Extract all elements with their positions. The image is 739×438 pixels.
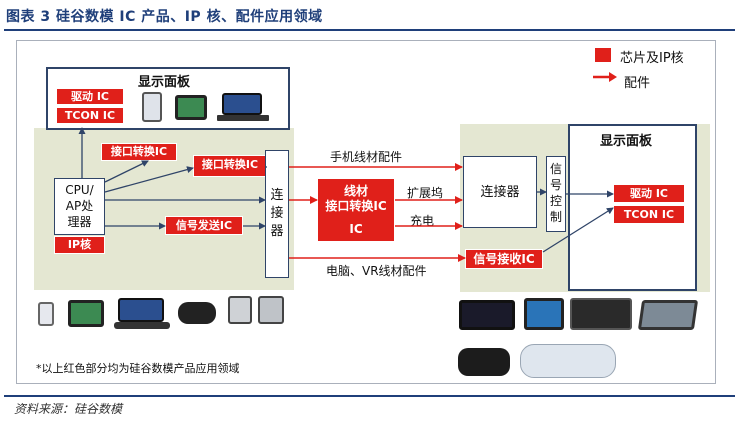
arrow-cpu-to-iface1b [104,160,149,183]
source-note: 资料来源：硅谷数模 [14,402,123,416]
camera-icon [258,296,284,324]
right-driver-ic-chip: 驱动 IC [613,184,685,203]
right-tcon-ic-chip: TCON IC [613,205,685,224]
interface-converter-ic-1: 接口转换IC [101,143,177,161]
phone-icon [142,92,162,122]
vr-headset-icon [458,348,510,376]
cpu-ap-processor: CPU/ AP处 理器 [54,178,105,235]
legend-arrow-icon [593,72,617,82]
right-connector: 连接器 [463,156,537,228]
monitor-icon [459,300,515,330]
dock-label: 扩展坞 [407,186,444,200]
cable-conv-extra: IC [349,222,363,236]
interface-converter-ic-2: 接口转换IC [193,155,267,177]
car-icon [520,344,616,378]
pc-vr-cable-label: 电脑、VR线材配件 [326,264,427,278]
laptop-base-icon [114,322,170,329]
legend-chip-swatch [595,48,611,62]
camera-icon [228,296,252,324]
arrow-rx-to-tcon [542,207,614,253]
legend-accessory-label: 配件 [624,76,651,91]
tv-icon [570,298,632,330]
signal-transmitter-ic: 信号发送IC [165,216,243,235]
title-divider [4,29,735,31]
laptop-icon [118,298,164,322]
tablet-icon [175,95,207,120]
cable-conv-line2: 接口转换IC [325,199,387,213]
cable-interface-converter-ic: 线材 接口转换IC IC [317,178,395,242]
legend-chip-label: 芯片及IP核 [620,51,684,66]
left-driver-ic-chip: 驱动 IC [56,88,124,105]
bottom-divider [4,395,735,397]
figure-title: 图表 3 硅谷数模 IC 产品、IP 核、配件应用领域 [6,9,323,25]
ip-core-chip: IP核 [54,236,105,254]
left-connector: 连 接 器 [265,150,289,278]
left-display-title: 显示面板 [138,75,191,90]
arrow-cpu-to-iface2 [104,166,194,193]
cpu-label-line3: 理器 [67,215,92,229]
gamepad-icon [178,302,216,324]
footnote: *以上红色部分均为硅谷数模产品应用领域 [36,362,240,375]
cpu-label-line1: CPU/ [65,183,94,197]
display-icon [637,300,699,330]
monitor-icon [524,298,564,330]
phone-cable-label: 手机线材配件 [330,150,403,164]
laptop-icon [222,93,262,115]
left-tcon-ic-chip: TCON IC [56,107,124,124]
signal-receiver-ic: 信号接收IC [465,249,543,269]
cable-conv-line1: 线材 [343,184,368,198]
tablet-icon [38,302,54,326]
laptop-base-icon [217,115,269,121]
signal-control: 信 号 控 制 [546,156,566,232]
charge-label: 充电 [410,214,435,228]
right-display-title: 显示面板 [600,134,653,149]
tablet-icon [68,300,104,327]
cpu-label-line2: AP处 [65,199,94,213]
